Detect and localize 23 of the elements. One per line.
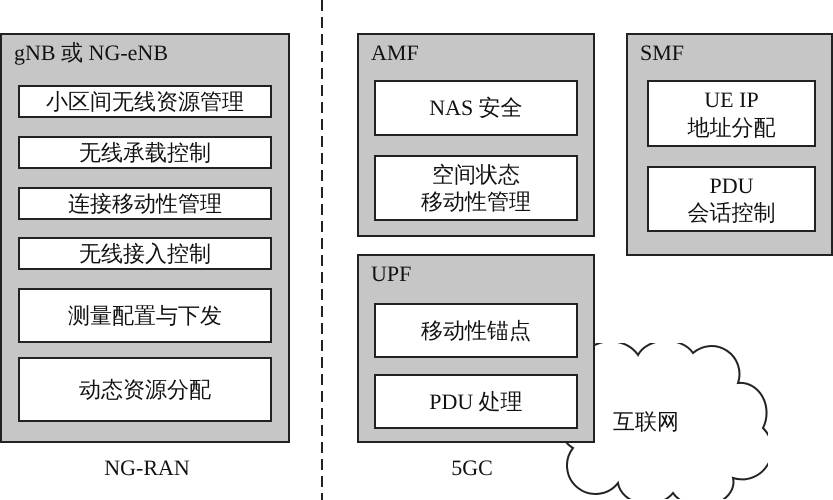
group-box [626,33,833,256]
region-label: 5GC [451,455,493,482]
function-box: PDU 处理 [374,374,578,429]
box-title: SMF [640,40,684,66]
function-box: 测量配置与下发 [18,288,272,343]
group-box [357,254,595,443]
group-box [357,33,595,237]
box-title: UPF [371,261,412,288]
function-box: 无线承载控制 [18,136,272,169]
box-title: gNB 或 NG-eNB [14,40,168,66]
function-box: 小区间无线资源管理 [18,85,272,118]
function-box: UE IP 地址分配 [647,80,816,147]
function-box: PDU 会话控制 [647,166,816,232]
box-title: AMF [371,40,419,66]
function-box: 移动性锚点 [374,303,578,358]
function-box: 无线接入控制 [18,237,272,270]
function-box: 连接移动性管理 [18,187,272,220]
region-label: NG-RAN [104,455,190,482]
function-box: 空间状态移动性管理 [374,155,578,221]
group-box [0,33,290,443]
cloud-label: 互联网 [613,409,679,436]
function-box: 动态资源分配 [18,357,272,422]
function-box: NAS 安全 [374,80,578,136]
